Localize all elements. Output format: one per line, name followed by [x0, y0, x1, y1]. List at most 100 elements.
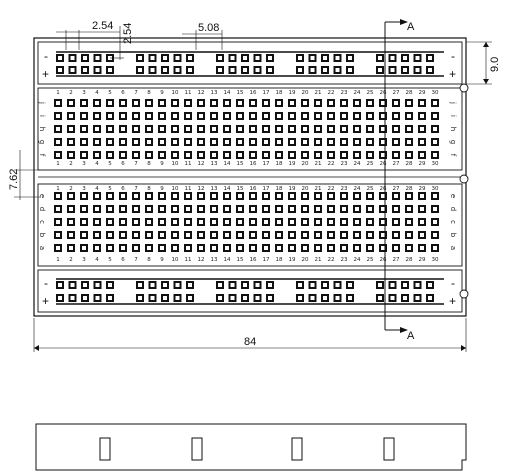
column-number: 21 [315, 257, 322, 263]
terminal-hole [236, 125, 244, 133]
rail-hole [136, 54, 144, 62]
column-number: 18 [276, 186, 283, 192]
terminal-hole [288, 218, 296, 226]
rail-hole [241, 54, 249, 62]
terminal-hole [405, 231, 413, 239]
terminal-hole [119, 231, 127, 239]
column-number: 18 [276, 257, 283, 263]
dim-rail-arrow-top [483, 42, 489, 47]
terminal-hole [171, 138, 179, 146]
rail-hole [346, 54, 354, 62]
column-number: 7 [134, 186, 138, 192]
column-number: 25 [367, 90, 374, 96]
terminal-hole [184, 205, 192, 213]
terminal-hole [392, 231, 400, 239]
side-pin [383, 437, 395, 461]
terminal-hole [314, 125, 322, 133]
column-number: 21 [315, 161, 322, 167]
terminal-hole [418, 205, 426, 213]
rail-hole [321, 294, 329, 302]
terminal-hole [132, 151, 140, 159]
terminal-hole [93, 99, 101, 107]
row-letter: h [38, 127, 46, 131]
terminal-hole [392, 125, 400, 133]
rail-hole [216, 66, 224, 74]
column-number: 16 [250, 186, 257, 192]
terminal-hole [132, 192, 140, 200]
rail-hole [296, 281, 304, 289]
column-number: 10 [172, 257, 179, 263]
terminal-hole [340, 192, 348, 200]
terminal-hole [301, 244, 309, 252]
dim-gap-label: 7.62 [8, 169, 20, 190]
terminal-hole [366, 99, 374, 107]
rail-hole [93, 54, 102, 62]
top-rail-plus-left: + [42, 67, 49, 81]
rail-hole [266, 281, 274, 289]
terminal-hole [249, 151, 257, 159]
rail-hole [388, 54, 397, 62]
terminal-hole [418, 138, 426, 146]
rail-hole [241, 294, 249, 302]
column-number: 20 [302, 186, 309, 192]
terminal-hole [405, 205, 413, 213]
column-number: 15 [237, 186, 244, 192]
terminal-hole [301, 205, 309, 213]
terminal-hole [80, 112, 88, 120]
rail-hole [346, 294, 354, 302]
column-number: 10 [172, 186, 179, 192]
terminal-hole [119, 138, 127, 146]
column-number: 29 [419, 161, 426, 167]
terminal-hole [392, 192, 400, 200]
column-number: 15 [237, 257, 244, 263]
column-number: 17 [263, 186, 270, 192]
terminal-hole [379, 125, 387, 133]
terminal-hole [54, 99, 62, 107]
terminal-hole [184, 231, 192, 239]
rail-hole [426, 294, 434, 302]
terminal-hole [314, 231, 322, 239]
rail-hole [81, 66, 89, 74]
terminal-hole [379, 138, 387, 146]
rail-hole [216, 294, 224, 302]
row-letter: i [449, 115, 457, 117]
column-number: 22 [328, 186, 335, 192]
column-number: 20 [302, 257, 309, 263]
rail-hole [81, 54, 89, 62]
terminal-hole [158, 218, 166, 226]
rail-hole [148, 54, 157, 62]
terminal-hole [223, 231, 231, 239]
terminal-hole [392, 218, 400, 226]
rail-hole [388, 281, 397, 289]
terminal-hole [405, 99, 413, 107]
column-number: 13 [211, 257, 218, 263]
terminal-hole [275, 192, 283, 200]
column-number: 25 [367, 257, 374, 263]
terminal-hole [223, 218, 231, 226]
rail-hole [401, 66, 409, 74]
terminal-hole [301, 218, 309, 226]
terminal-hole [392, 151, 400, 159]
column-number: 27 [393, 257, 400, 263]
terminal-hole [262, 192, 270, 200]
column-number: 14 [224, 90, 231, 96]
terminal-hole [301, 192, 309, 200]
column-number: 24 [354, 161, 361, 167]
terminal-hole [249, 125, 257, 133]
column-number: 24 [354, 257, 361, 263]
rail-hole [106, 66, 114, 74]
rail-hole [266, 66, 274, 74]
terminal-hole [262, 151, 270, 159]
terminal-hole [171, 205, 179, 213]
terminal-hole [418, 99, 426, 107]
terminal-hole [132, 205, 140, 213]
terminal-hole [158, 205, 166, 213]
column-number: 28 [406, 161, 413, 167]
rail-hole [148, 294, 157, 302]
terminal-hole [340, 112, 348, 120]
column-number: 27 [393, 186, 400, 192]
terminal-hole [67, 218, 75, 226]
row-letter: c [38, 220, 46, 224]
column-number: 11 [185, 90, 192, 96]
